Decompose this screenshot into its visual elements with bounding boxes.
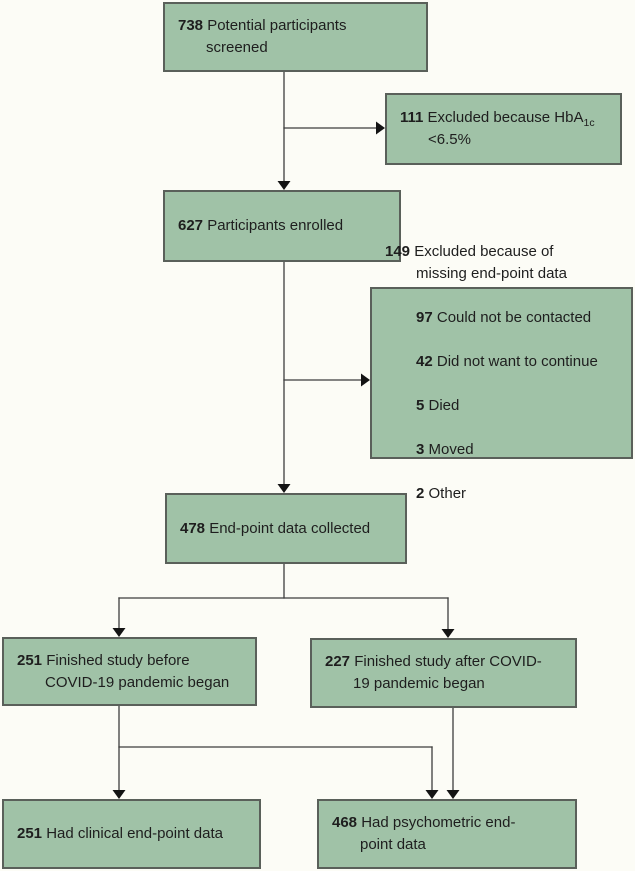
reason-label: Moved [428,441,474,458]
endpoint-collected-count: 478 [180,519,206,537]
arrowhead-before-into-psychometric [425,790,439,799]
arrowhead-into-excluded-endpoint [361,373,370,387]
reason-count: 2 [416,485,425,502]
hba1c-subscript: 1c [583,117,595,129]
exclusion-reason: 3 Moved [416,439,621,461]
arrowhead-into-finished-after [441,629,455,638]
enrolled-label: Participants enrolled [207,217,344,234]
exclusion-reason: 2 Other [416,483,621,505]
node-screened: 738 Potential participants screened [163,2,428,72]
arrowhead-into-finished-before [112,628,126,637]
excluded-hba1c-count: 111 [400,109,424,126]
reason-count: 5 [416,397,425,414]
clinical-endpoint-label: Had clinical end-point data [46,825,223,842]
arrowhead-into-excluded-hba1c [376,121,385,135]
reason-count: 97 [416,309,433,326]
reason-label: Died [428,397,460,414]
node-enrolled: 627 Participants enrolled [163,190,401,262]
excluded-endpoint-heading: 149 Excluded because of missing end-poin… [385,241,621,285]
exclusion-reason: 42 Did not want to continue [416,351,621,373]
node-finished-before: 251 Finished study before COVID-19 pande… [2,637,257,706]
reason-count: 3 [416,441,425,458]
screened-count: 738 [178,17,204,34]
node-clinical-endpoint: 251 Had clinical end-point data [2,799,261,869]
finished-after-count: 227 [325,653,351,670]
exclusion-reason: 5 Died [416,395,621,417]
node-finished-after: 227 Finished study after COVID- 19 pande… [310,638,577,708]
excluded-endpoint-label: Excluded because of missing end-point da… [414,243,567,282]
endpoint-collected-label: End-point data collected [209,519,371,537]
node-psychometric-endpoint: 468 Had psychometric end- point data [317,799,577,869]
psychometric-endpoint-count: 468 [332,814,358,831]
enrolled-count: 627 [178,217,204,234]
screened-label: Potential participants screened [206,17,347,56]
excluded-endpoint-count: 149 [385,243,411,260]
reason-count: 42 [416,353,433,370]
exclusion-reason: 97 Could not be contacted [416,307,621,329]
node-excluded-hba1c: 111 Excluded because HbA1c <6.5% [385,93,622,165]
reason-label: Could not be contacted [436,309,592,326]
arrowhead-after-into-psychometric [446,790,460,799]
arrowhead-into-endpoint [277,484,291,493]
finished-before-label: Finished study before COVID-19 pandemic … [45,651,230,691]
clinical-endpoint-count: 251 [17,825,43,842]
node-endpoint-collected: 478 End-point data collected [165,493,407,564]
node-excluded-endpoint: 149 Excluded because of missing end-poin… [370,243,633,502]
excluded-hba1c-label: Excluded because HbA [427,109,584,126]
finished-after-label: Finished study after COVID- 19 pandemic … [353,653,542,692]
psychometric-endpoint-label: Had psychometric end- point data [360,814,516,853]
reason-label: Other [428,485,467,502]
reason-label: Did not want to continue [436,353,598,370]
arrowhead-into-clinical [112,790,126,799]
finished-before-count: 251 [17,651,43,669]
arrowhead-into-enrolled [277,181,291,190]
excluded-hba1c-threshold: <6.5% [428,131,471,148]
